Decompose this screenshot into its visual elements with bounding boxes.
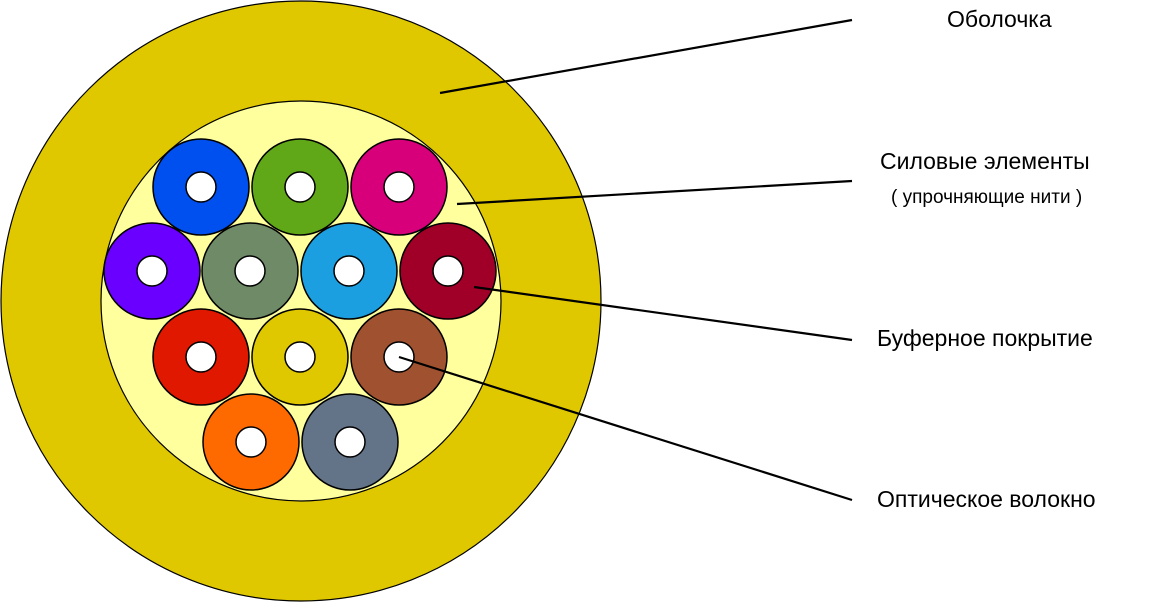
fiber-core-3 — [383, 171, 415, 203]
fiber-core-12 — [334, 426, 366, 458]
fiber-core-2 — [284, 171, 316, 203]
label-sheath: Оболочка — [947, 6, 1052, 32]
label-strength-members-note: ( упрочняющие нити ) — [891, 187, 1083, 208]
fiber-core-6 — [333, 255, 365, 287]
leader-line-sheath — [439, 18, 853, 95]
fiber-core-8 — [185, 341, 217, 373]
leader-line-buffer — [473, 285, 853, 342]
label-buffer-coating: Буферное покрытие — [877, 325, 1093, 351]
fiber-core-11 — [235, 426, 267, 458]
fiber-core-1 — [185, 171, 217, 203]
label-optical-fiber: Оптическое волокно — [877, 486, 1096, 512]
fiber-core-5 — [234, 255, 266, 287]
fiber-core-9 — [284, 341, 316, 373]
label-strength-members: Силовые элементы — [880, 148, 1090, 174]
fiber-core-7 — [432, 255, 464, 287]
leader-line-strength — [456, 179, 853, 206]
leader-line-fiber — [398, 355, 853, 502]
fiber-core-4 — [136, 255, 168, 287]
